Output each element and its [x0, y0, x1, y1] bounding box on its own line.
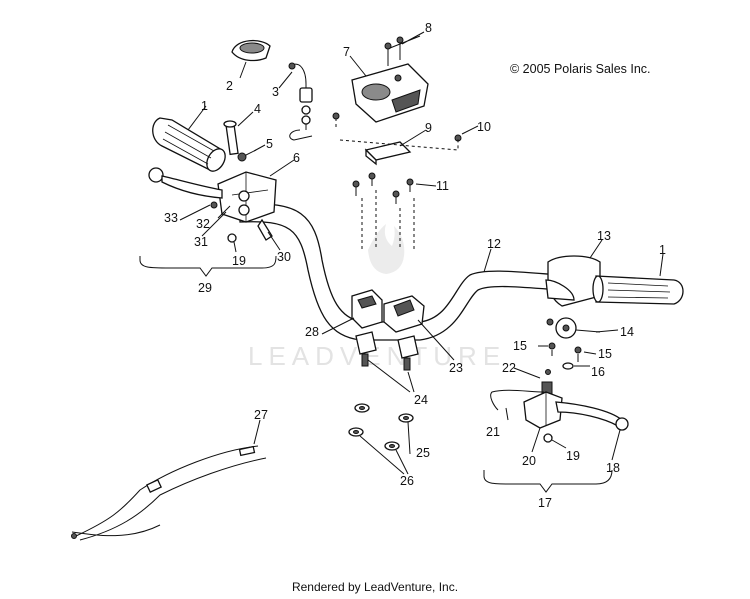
throttle-housing	[217, 171, 277, 241]
callout-27: 27	[254, 408, 268, 422]
callout-2: 2	[226, 79, 233, 93]
callout-15-right: 15	[598, 347, 612, 361]
callout-22: 22	[502, 361, 516, 375]
switch-wire	[288, 62, 313, 141]
callout-labels: 1 2 3 4 5 6 7 8 9 10 11 12 13 1 14 15 15…	[164, 21, 666, 510]
brake-switch-22	[541, 369, 553, 395]
watermark: LEADVENTURE	[248, 224, 500, 371]
callout-30: 30	[277, 250, 291, 264]
lower-clamp-left	[351, 289, 383, 329]
callout-15-left: 15	[513, 339, 527, 353]
group-bracket-29	[139, 255, 277, 277]
throttle-lever	[148, 167, 223, 199]
callout-3: 3	[272, 85, 279, 99]
callout-14: 14	[620, 325, 634, 339]
callout-25: 25	[416, 446, 430, 460]
switch-14	[546, 317, 601, 339]
washer-16	[562, 362, 574, 370]
pin	[223, 120, 239, 156]
bolts-8	[384, 36, 404, 66]
left-grip	[152, 117, 226, 172]
leader-lines	[179, 31, 664, 475]
callout-33: 33	[164, 211, 178, 225]
callout-16: 16	[591, 365, 605, 379]
pad-9	[364, 141, 412, 166]
bolts-11	[332, 112, 415, 250]
copyright-text: © 2005 Polaris Sales Inc.	[510, 62, 651, 76]
risers-24	[355, 331, 419, 371]
callout-4: 4	[254, 102, 261, 116]
right-housing	[545, 255, 601, 307]
switch-wire-21	[490, 389, 545, 411]
callout-23: 23	[449, 361, 463, 375]
callout-19-left: 19	[232, 254, 246, 268]
callout-8: 8	[425, 21, 432, 35]
upper-clamp	[351, 63, 429, 123]
callout-32: 32	[196, 217, 210, 231]
brake-cable	[71, 445, 267, 541]
footer-credit: Rendered by LeadVenture, Inc.	[291, 580, 459, 594]
callout-28: 28	[305, 325, 319, 339]
grip-cap	[231, 40, 271, 62]
callout-12: 12	[487, 237, 501, 251]
callout-19-right: 19	[566, 449, 580, 463]
callout-21: 21	[486, 425, 500, 439]
screw-32	[210, 201, 218, 209]
callout-13: 13	[597, 229, 611, 243]
brake-lever-18	[555, 401, 629, 431]
callout-5: 5	[266, 137, 273, 151]
callout-1-right: 1	[659, 243, 666, 257]
nut-19-left	[227, 233, 237, 243]
callout-18: 18	[606, 461, 620, 475]
callout-17: 17	[538, 496, 552, 510]
brake-housing-20	[523, 391, 563, 443]
screw-5	[237, 149, 257, 162]
callout-9: 9	[425, 121, 432, 135]
callout-6: 6	[293, 151, 300, 165]
bolt-10	[339, 134, 462, 151]
right-grip	[592, 275, 684, 305]
screws-15	[548, 342, 582, 362]
callout-7: 7	[343, 45, 350, 59]
callout-11: 11	[436, 179, 449, 193]
callout-24: 24	[414, 393, 428, 407]
callout-20: 20	[522, 454, 536, 468]
callout-10: 10	[477, 120, 491, 134]
callout-31: 31	[194, 235, 208, 249]
callout-29: 29	[198, 281, 212, 295]
group-bracket-17	[483, 469, 613, 493]
washers	[348, 403, 414, 451]
callout-26: 26	[400, 474, 414, 488]
callout-1-left: 1	[201, 99, 208, 113]
